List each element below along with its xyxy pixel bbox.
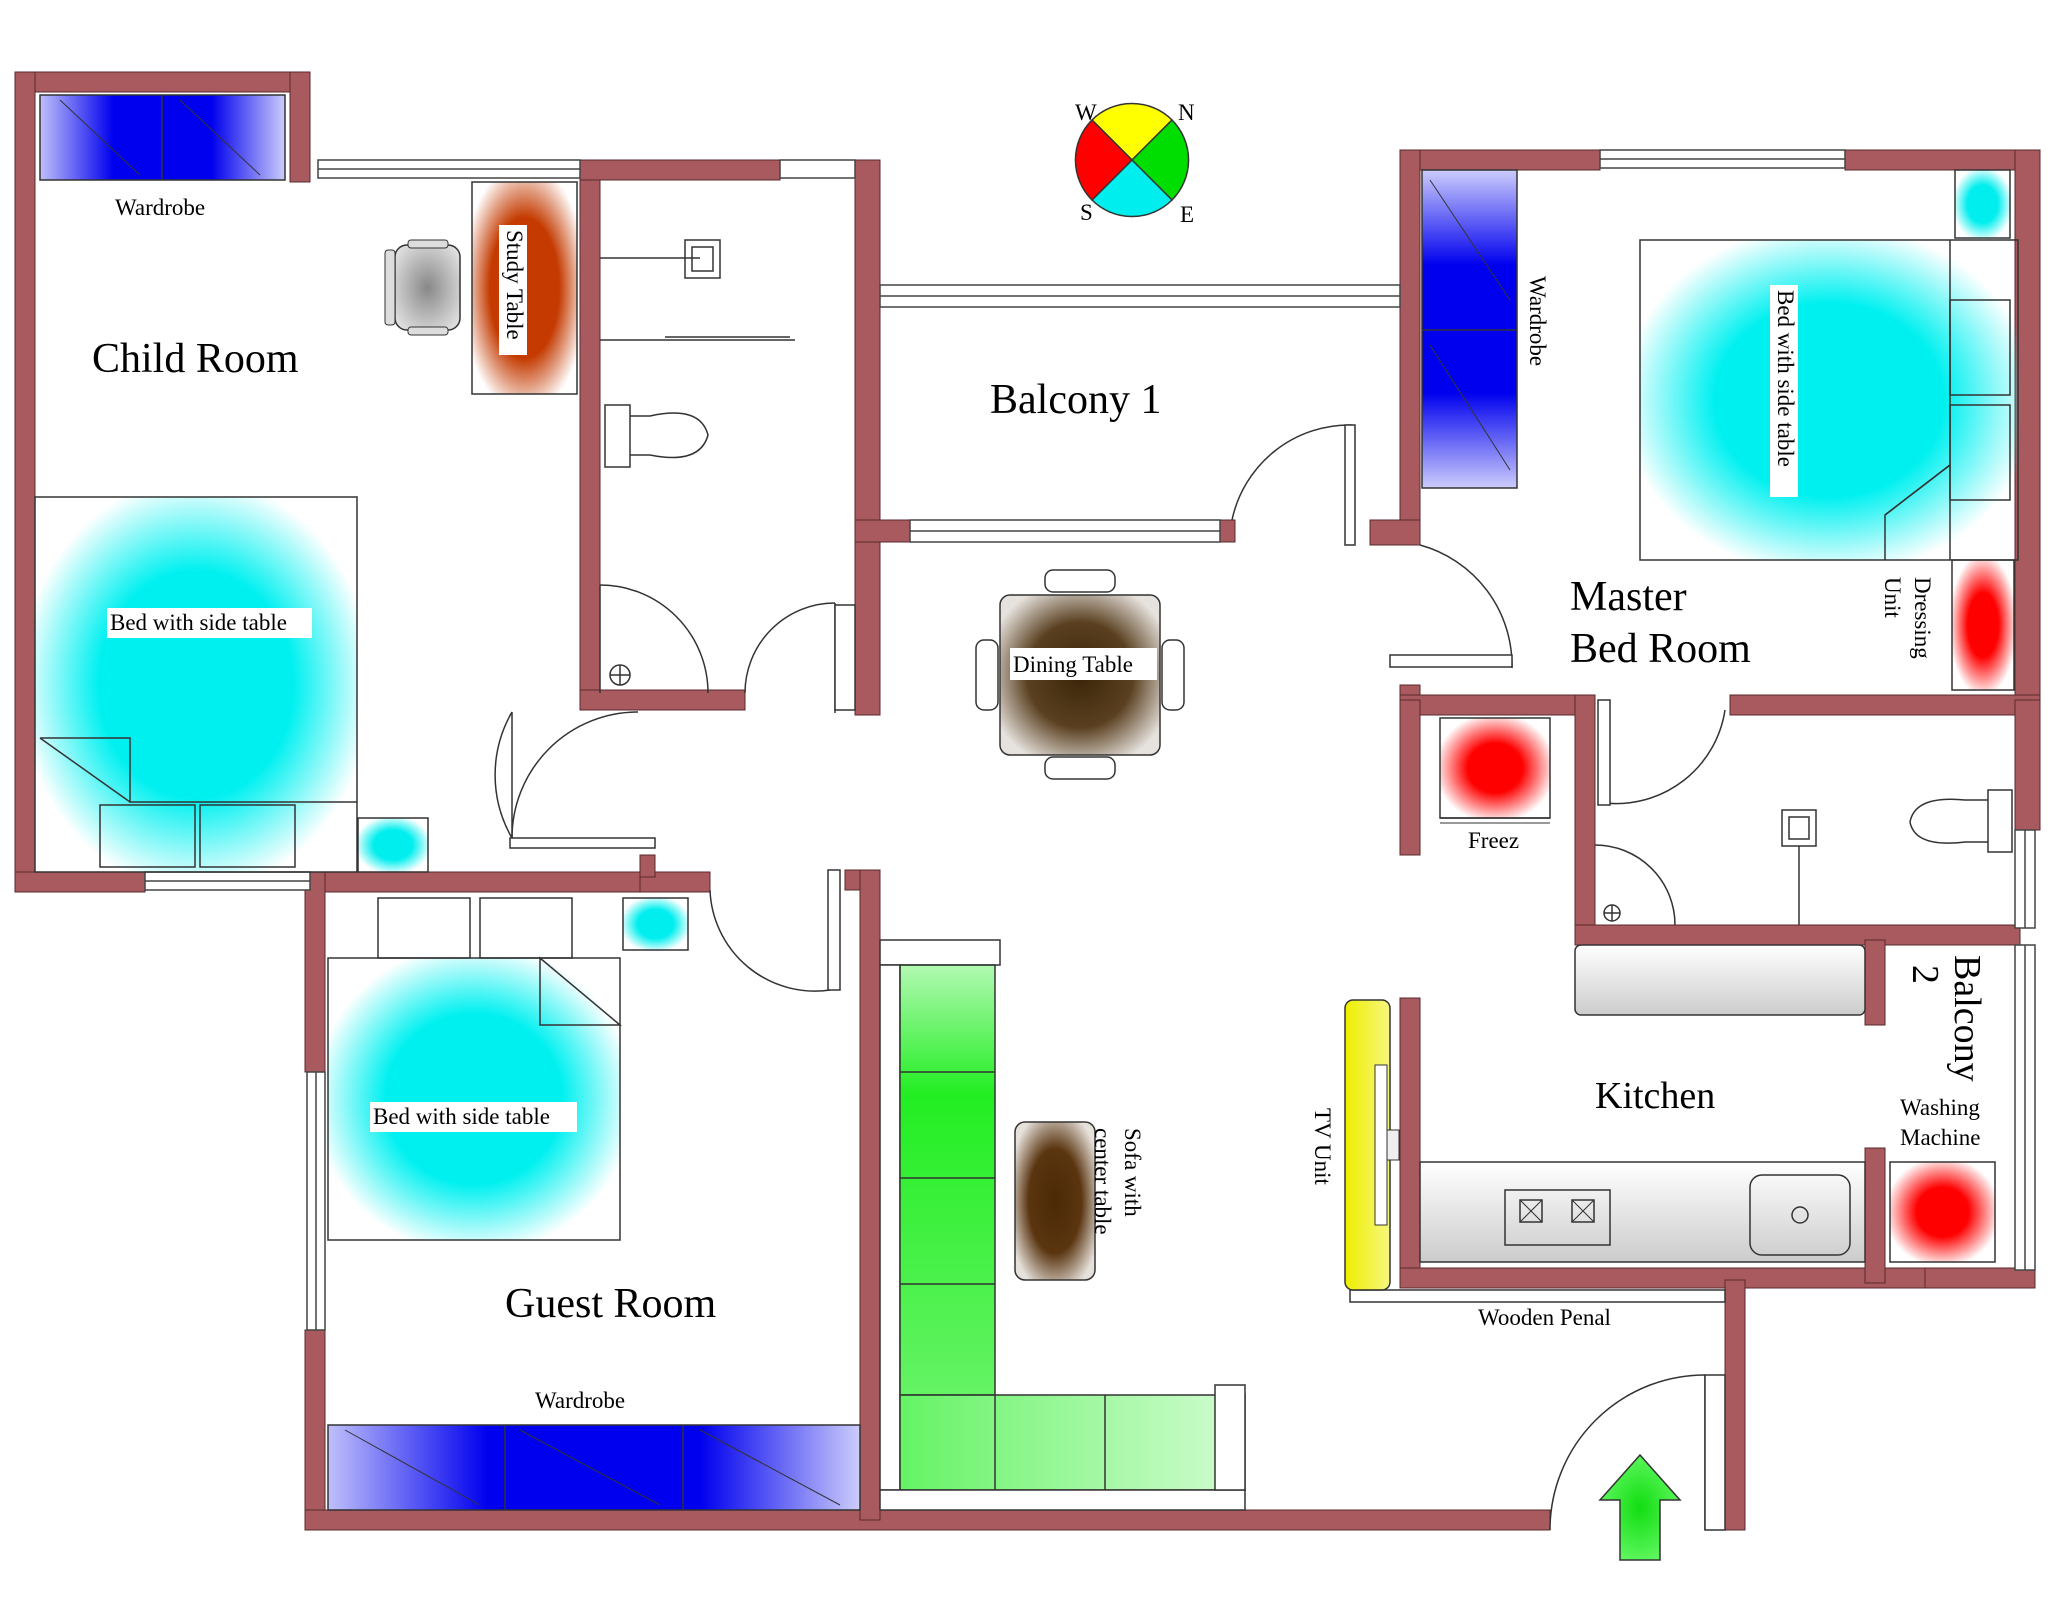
compass-e-label: E — [1180, 202, 1194, 227]
guest-room-label: Guest Room — [505, 1281, 717, 1327]
wooden-penal-label: Wooden Penal — [1478, 1305, 1611, 1330]
sofa-label-line1: Sofa with — [1120, 1128, 1145, 1217]
bed-guest-label: Bed with side table — [373, 1104, 550, 1129]
bed-child — [34, 496, 429, 873]
bed-child-label: Bed with side table — [110, 610, 287, 635]
tv-unit — [1344, 999, 1400, 1291]
sofa-label-line2: center table — [1090, 1128, 1115, 1235]
dining-table-label: Dining Table — [1013, 652, 1133, 677]
wardrobe-master-label: Wardrobe — [1525, 276, 1550, 366]
bed-master — [1639, 169, 2019, 561]
windows — [144, 149, 2036, 1331]
study-table-label: Study Table — [502, 230, 527, 340]
freez-label: Freez — [1468, 828, 1519, 853]
washing-machine — [1889, 1161, 1996, 1263]
wardrobe-child-label: Wardrobe — [115, 195, 205, 220]
balcony-2-label-line2: 2 — [1904, 965, 1946, 984]
doors — [494, 424, 1726, 1531]
compass-n-label: N — [1178, 100, 1195, 125]
kitchen-counter — [1419, 1161, 1866, 1263]
kitchen-upper-counter — [1574, 944, 1866, 1016]
dressing-label-line2: Unit — [1880, 577, 1905, 619]
dressing-unit — [1951, 559, 2015, 691]
walls — [14, 71, 2041, 1531]
kitchen-label: Kitchen — [1595, 1075, 1715, 1117]
study-chair — [384, 239, 461, 336]
sofa — [879, 939, 1246, 1511]
wardrobe-child — [39, 94, 286, 181]
master-bath-fixtures — [1603, 789, 2013, 925]
washing-label-line1: Washing — [1900, 1095, 1980, 1120]
master-label-line2: Bed Room — [1570, 626, 1751, 672]
dressing-label-line1: Dressing — [1910, 577, 1935, 659]
compass-s-label: S — [1080, 200, 1093, 225]
wardrobe-guest-label: Wardrobe — [535, 1388, 625, 1413]
compass — [1074, 102, 1190, 218]
washing-label-line2: Machine — [1900, 1125, 1980, 1150]
wardrobe-master — [1421, 169, 1518, 489]
bed-guest — [327, 897, 689, 1241]
center-table — [1014, 1121, 1096, 1281]
balcony-2-label-line1: Balcony — [1946, 955, 1988, 1082]
balcony-1-label: Balcony 1 — [990, 377, 1161, 423]
tv-unit-label: TV Unit — [1310, 1108, 1335, 1185]
child-room-label: Child Room — [92, 336, 299, 382]
bed-master-label: Bed with side table — [1773, 290, 1798, 467]
master-label-line1: Master — [1570, 574, 1687, 620]
wardrobe-guest — [327, 1424, 861, 1511]
child-bath-fixtures — [600, 239, 795, 686]
fridge — [1439, 717, 1551, 819]
compass-w-label: W — [1075, 100, 1097, 125]
entry-arrow-icon — [1598, 1453, 1682, 1561]
